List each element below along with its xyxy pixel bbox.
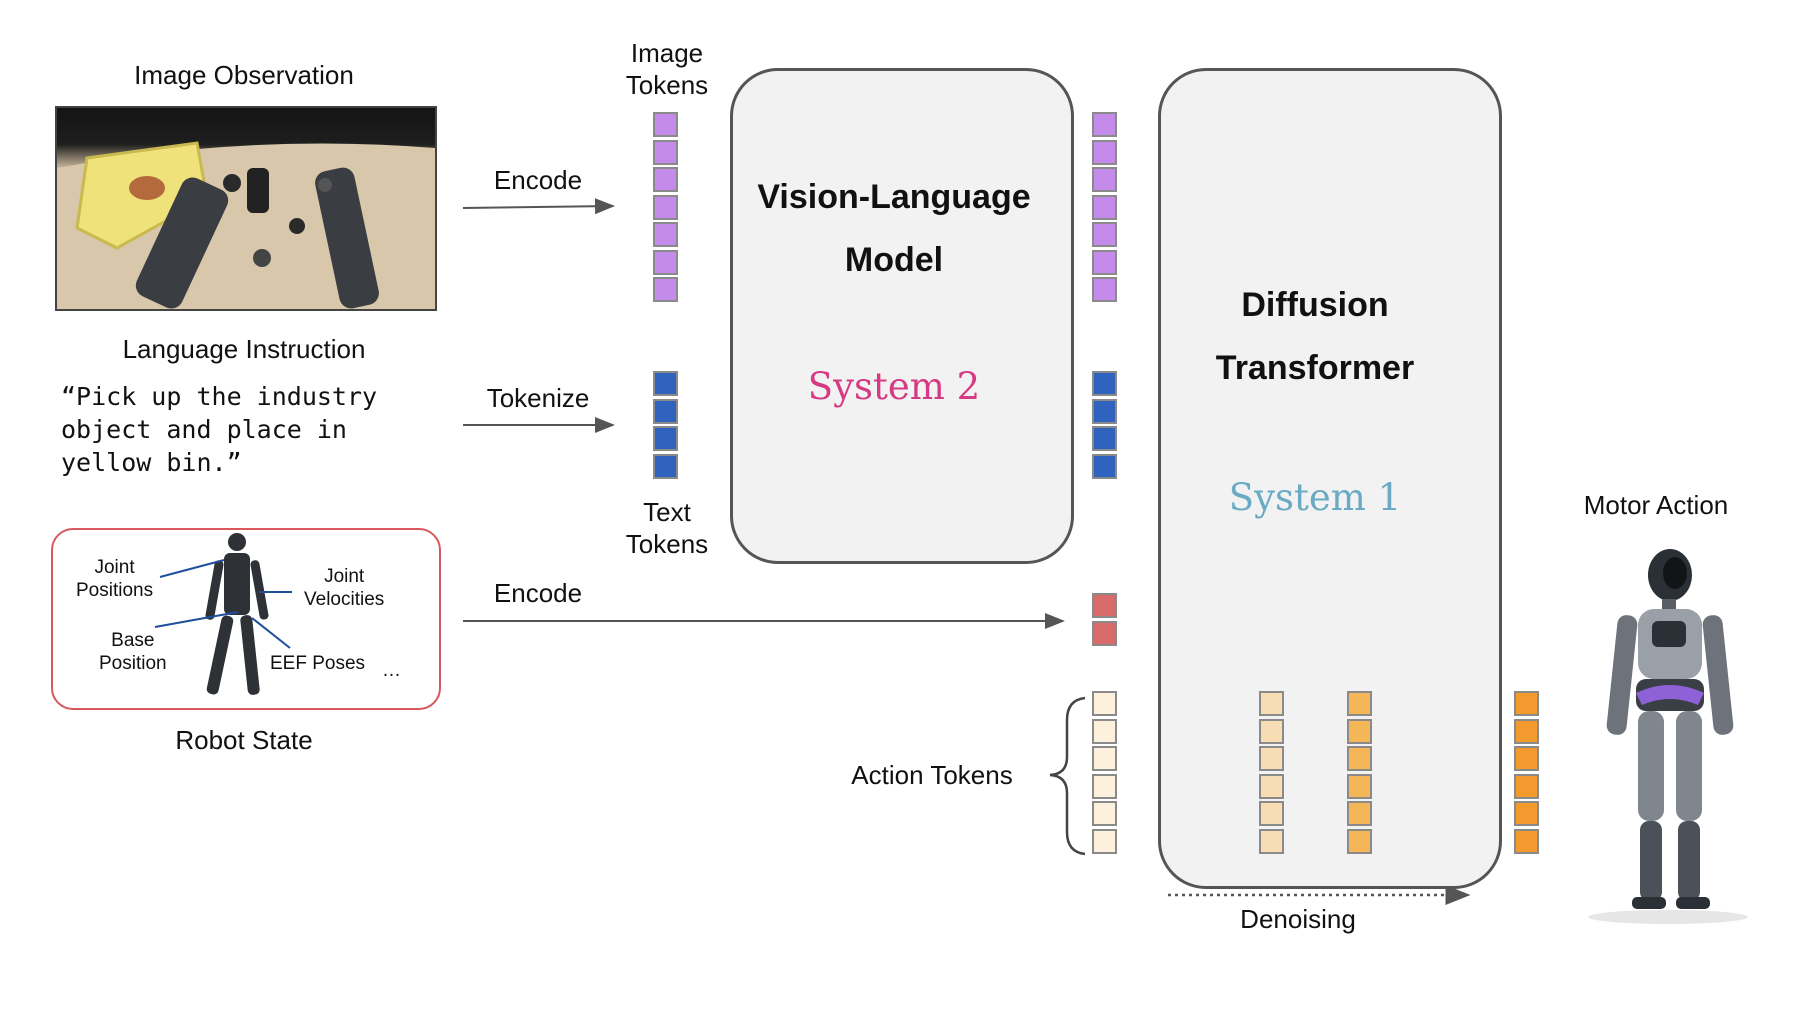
instruction-line-2: object and place in xyxy=(61,415,347,444)
encode-image-arrow xyxy=(462,198,615,215)
token-square xyxy=(1092,453,1117,479)
motor-action-title: Motor Action xyxy=(1583,490,1729,520)
instruction-line-3: yellow bin.” xyxy=(61,448,242,477)
token-square xyxy=(1092,691,1117,716)
encode-image-label: Encode xyxy=(493,165,583,195)
token-square xyxy=(653,194,678,220)
denoising-label: Denoising xyxy=(1240,904,1356,934)
token-square xyxy=(1092,593,1117,618)
encode-state-label: Encode xyxy=(493,578,583,608)
token-square xyxy=(1092,746,1117,771)
token-square xyxy=(1092,426,1117,451)
token-square xyxy=(1514,718,1539,744)
token-square xyxy=(1092,194,1117,220)
token-square xyxy=(1259,718,1284,744)
token-square xyxy=(1092,773,1117,799)
token-square xyxy=(653,249,678,275)
token-square xyxy=(1347,746,1372,771)
token-square xyxy=(1347,718,1372,744)
token-square xyxy=(1347,828,1372,854)
token-square xyxy=(653,277,678,302)
diffusion-transformer-box xyxy=(1158,68,1502,889)
humanoid-robot-image xyxy=(1588,549,1748,924)
vision-language-model-box xyxy=(730,68,1074,564)
image-observation-photo xyxy=(55,106,437,311)
token-square xyxy=(1092,277,1117,302)
robot-state-figure xyxy=(205,533,269,695)
ellipsis-label: … xyxy=(382,660,401,681)
image-observation-title: Image Observation xyxy=(134,60,354,90)
token-square xyxy=(1092,139,1117,165)
eef-poses-label: EEF Poses xyxy=(270,653,366,674)
token-square xyxy=(653,139,678,165)
token-square xyxy=(1259,801,1284,826)
token-square xyxy=(1514,691,1539,716)
token-square xyxy=(1092,718,1117,744)
system-2-label: System 2 xyxy=(807,365,981,408)
token-square xyxy=(653,167,678,192)
token-square xyxy=(1092,620,1117,646)
token-square xyxy=(1259,828,1284,854)
token-square xyxy=(1514,746,1539,771)
language-instruction-text: “Pick up the industry object and place i… xyxy=(61,380,377,479)
token-square xyxy=(1092,249,1117,275)
token-square xyxy=(1259,746,1284,771)
token-square xyxy=(1092,167,1117,192)
tabletop-scene-image xyxy=(57,141,435,309)
action-tokens-label: Action Tokens xyxy=(851,760,1013,790)
token-square xyxy=(653,112,678,137)
tokenize-label: Tokenize xyxy=(486,383,590,413)
token-square xyxy=(1092,801,1117,826)
token-square xyxy=(653,426,678,451)
instruction-line-1: “Pick up the industry xyxy=(61,382,378,411)
token-square xyxy=(653,222,678,247)
token-square xyxy=(1347,773,1372,799)
token-square xyxy=(1514,773,1539,799)
token-square xyxy=(1092,222,1117,247)
robot-state-title: Robot State xyxy=(175,725,313,755)
token-square xyxy=(653,398,678,424)
token-square xyxy=(1259,773,1284,799)
token-square xyxy=(1347,691,1372,716)
token-square xyxy=(1092,112,1117,137)
token-square xyxy=(1514,828,1539,854)
action-tokens-brace xyxy=(1049,696,1086,856)
token-square xyxy=(1514,801,1539,826)
token-square xyxy=(1347,801,1372,826)
token-square xyxy=(653,371,678,396)
language-instruction-title: Language Instruction xyxy=(122,334,366,364)
token-square xyxy=(1092,828,1117,854)
token-square xyxy=(653,453,678,479)
token-square xyxy=(1092,371,1117,396)
system-1-label: System 1 xyxy=(1228,476,1402,519)
token-square xyxy=(1259,691,1284,716)
token-square xyxy=(1092,398,1117,424)
